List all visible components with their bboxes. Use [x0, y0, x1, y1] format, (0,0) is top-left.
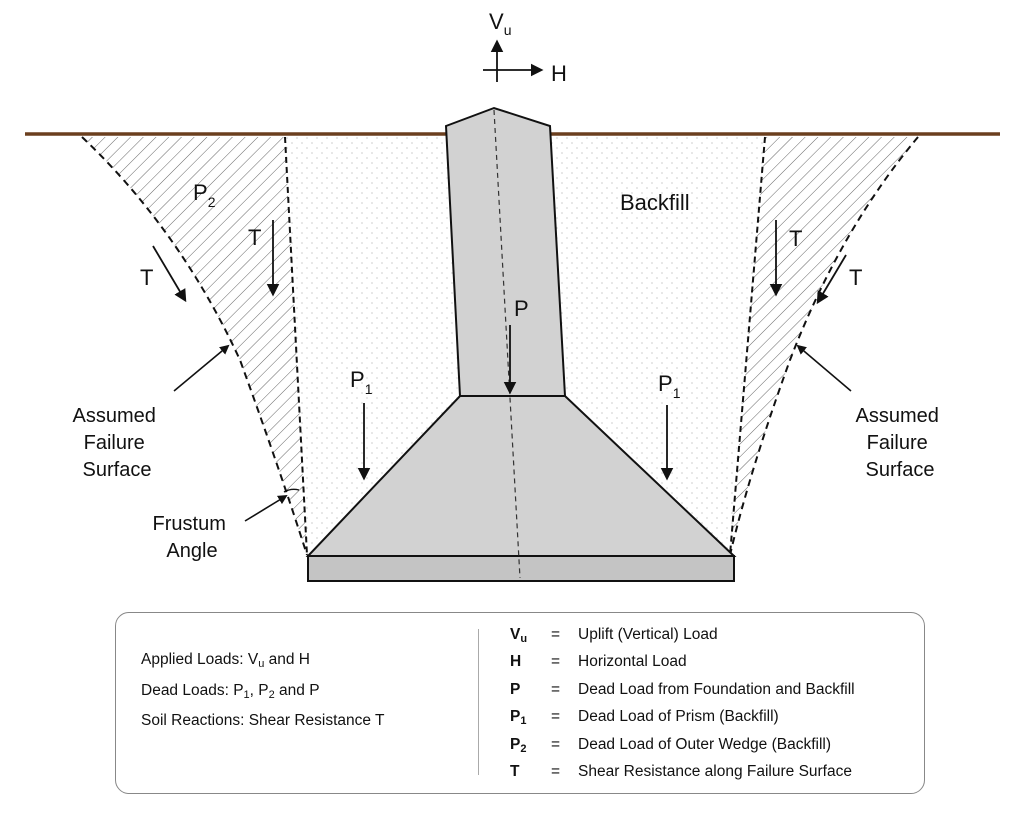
arrow-t-outer-left	[152, 245, 187, 303]
legend-box: Applied Loads: Vu and H Dead Loads: P1, …	[115, 612, 925, 794]
label-p2: P2	[193, 180, 216, 210]
outer-wedge-left	[82, 137, 307, 555]
label-failure-left: Assumed Failure Surface	[73, 405, 162, 481]
definition-text: Horizontal Load	[578, 653, 687, 671]
definition-equals: =	[551, 680, 561, 698]
label-vu: Vu	[489, 9, 511, 38]
failure-surface-right	[729, 136, 919, 556]
label-failure-right: Assumed Failure Surface	[856, 405, 945, 481]
definition-text: Shear Resistance along Failure Surface	[578, 762, 852, 780]
soil-reactions-line: Soil Reactions: Shear Resistance T	[141, 712, 385, 729]
label-p1-right: P1	[658, 371, 681, 401]
label-p: P	[514, 296, 529, 321]
load-summary: Applied Loads: Vu and H Dead Loads: P1, …	[141, 647, 385, 735]
definition-equals: =	[551, 708, 561, 726]
pointer-failure-right	[796, 344, 852, 392]
frustum-angle-arc	[283, 488, 300, 493]
label-t-inner-left: T	[248, 225, 261, 250]
definition-symbol: T	[510, 762, 520, 780]
definition-equals: =	[551, 653, 561, 671]
definition-symbol: P	[510, 680, 521, 698]
definition-text: Dead Load of Prism (Backfill)	[578, 708, 779, 726]
foundation-pedestal	[444, 106, 567, 397]
pointer-failure-left	[173, 344, 230, 392]
definition-equals: =	[551, 735, 561, 753]
definition-text: Dead Load from Foundation and Backfill	[578, 680, 855, 698]
definition-text: Uplift (Vertical) Load	[578, 626, 718, 643]
label-t-outer-left: T	[140, 265, 153, 290]
foundation-centerline	[493, 109, 521, 579]
label-h: H	[551, 61, 567, 86]
foundation-base-slab	[307, 555, 735, 582]
outer-wedge-right	[730, 137, 918, 555]
definition-symbol: Vu	[510, 626, 528, 645]
label-t-inner-right: T	[789, 226, 802, 251]
applied-loads-line: Applied Loads: Vu and H	[141, 651, 310, 670]
label-frustum-angle: Frustum Angle	[153, 513, 232, 562]
dead-loads-line: Dead Loads: P1, P2 and P	[141, 681, 320, 701]
definition-equals: =	[551, 626, 561, 643]
definition-symbol: P2	[510, 735, 527, 755]
pointer-frustum-angle	[244, 495, 288, 522]
definition-symbol: H	[510, 653, 522, 671]
arrow-t-outer-right	[816, 254, 847, 305]
definition-symbol: P1	[510, 708, 527, 728]
definition-equals: =	[551, 762, 561, 780]
label-backfill: Backfill	[620, 190, 690, 215]
legend-divider	[478, 629, 479, 775]
label-p1-left: P1	[350, 367, 373, 397]
label-t-outer-right: T	[849, 265, 862, 290]
definition-text: Dead Load of Outer Wedge (Backfill)	[578, 735, 832, 753]
